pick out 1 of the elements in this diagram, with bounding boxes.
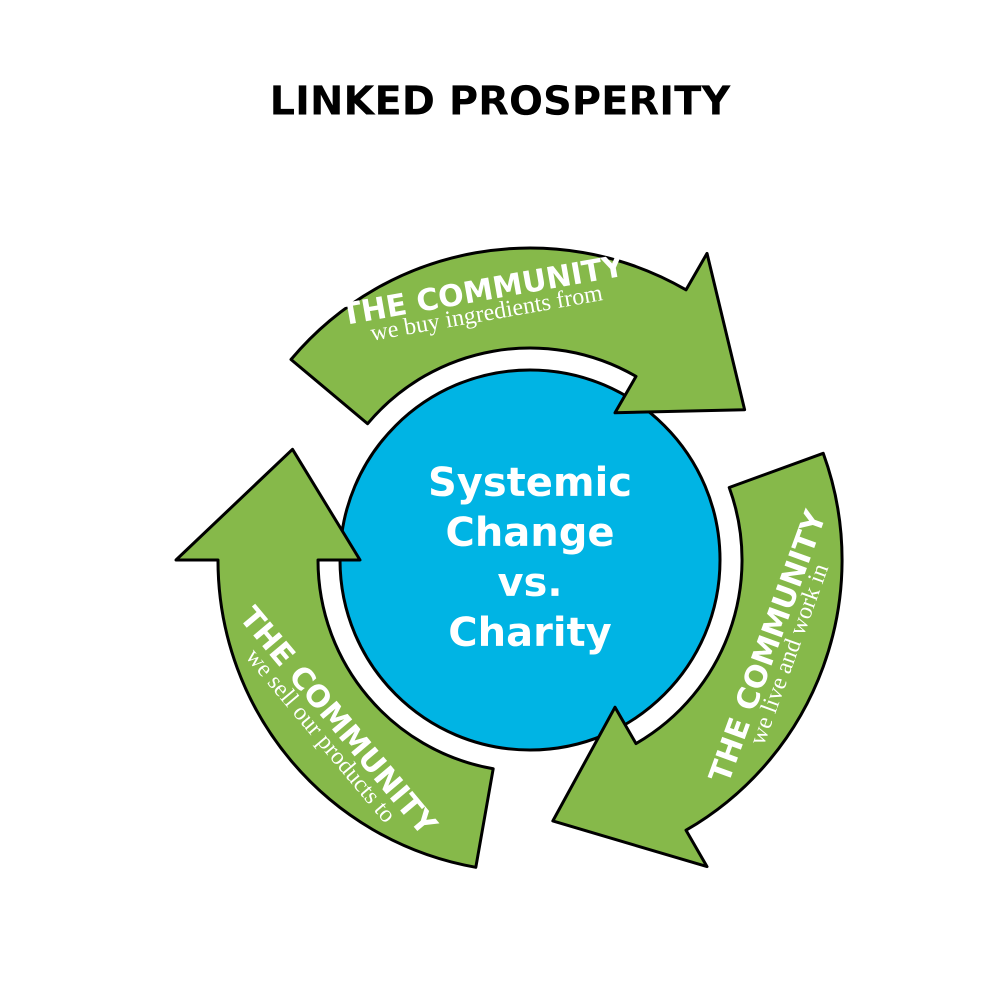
title: LINKED PROSPERITY [273,84,731,116]
